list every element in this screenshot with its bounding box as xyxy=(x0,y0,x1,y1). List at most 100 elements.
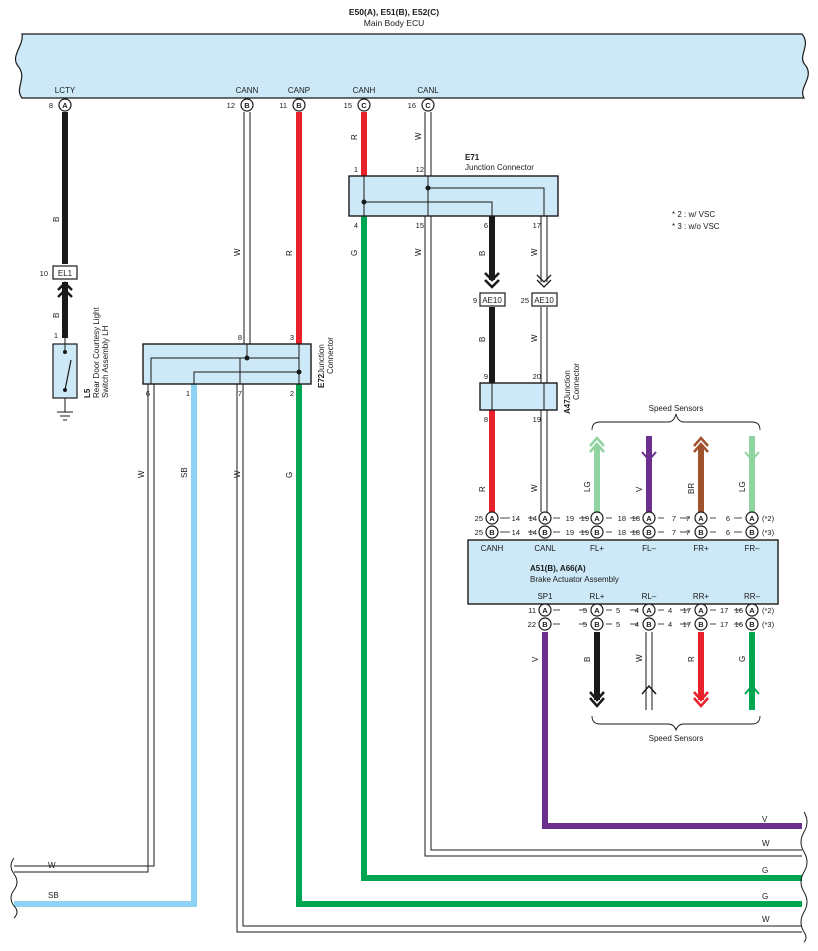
brake-pin-num: 25 xyxy=(475,514,483,523)
ecu-code: E50(A), E51(B), E52(C) xyxy=(349,7,439,17)
e72-pin: 6 xyxy=(146,389,150,398)
brake-bottom-pin-label: SP1 xyxy=(537,592,553,601)
e72-name-line1: Junction xyxy=(317,344,326,374)
ecu-pin-symbol-c: C xyxy=(361,101,367,110)
brake-pin-circle xyxy=(694,603,708,617)
brake-top-pin-label: CANL xyxy=(534,544,556,553)
brake-bottom-pin-label: RR– xyxy=(744,592,761,601)
brake-pin-symbol: B xyxy=(698,528,704,537)
wire-label: G xyxy=(285,472,294,478)
e71-pin: 1 xyxy=(354,165,358,174)
exit-label: G xyxy=(762,892,768,901)
brake-pin-symbol: A xyxy=(542,606,548,615)
brake-pin-circle xyxy=(642,603,656,617)
wire-label: R xyxy=(687,656,696,662)
brake-pin-num: 17 xyxy=(720,606,728,615)
a47-junction-connector: 9 20 8 19 A47 Junction Connector xyxy=(479,363,581,424)
e72-name-line2: Connector xyxy=(326,337,335,374)
brake-pin-symbol: A xyxy=(489,514,495,523)
brake-pin-num: 4 xyxy=(635,606,639,615)
wire-label: B xyxy=(583,657,592,662)
brake-pin-symbol: A xyxy=(542,514,548,523)
e71-junction-connector: E71 Junction Connector 1 12 4 15 6 17 xyxy=(348,153,559,230)
brake-pin-circle xyxy=(590,617,604,631)
brake-pin-symbol: A xyxy=(594,514,600,523)
wire-label: SB xyxy=(180,467,189,478)
wire-break-marks xyxy=(10,811,808,943)
brake-actuator-assembly: A51(B), A66(A) Brake Actuator Assembly C… xyxy=(467,511,779,631)
ground-icon xyxy=(57,411,73,421)
e71-name: Junction Connector xyxy=(465,163,534,172)
speed-sensors-front-label: Speed Sensors xyxy=(649,404,704,413)
note-w-vsc: * 2 : w/ VSC xyxy=(672,210,715,219)
a47-pin: 19 xyxy=(533,415,541,424)
brake-pin-circle xyxy=(745,617,759,631)
brake-pin-num: 7 xyxy=(686,528,690,537)
brake-pin-symbol: B xyxy=(646,620,652,629)
brake-top-pin-label: FR– xyxy=(744,544,760,553)
brake-pin-num: 19 xyxy=(581,514,589,523)
a47-name-line1: Junction xyxy=(563,370,572,400)
brake-pin-symbol: A xyxy=(698,606,704,615)
brake-pin-num: 14 xyxy=(529,528,537,537)
brake-top-pin-label: CANH xyxy=(481,544,504,553)
ecu-pin-cann: CANN xyxy=(236,86,259,95)
brake-pin-symbol: A xyxy=(749,606,755,615)
ecu-pin-num: 12 xyxy=(227,101,235,110)
wire-label: W xyxy=(233,470,242,478)
brake-pin-num: 22 xyxy=(528,620,536,629)
e71-pin: 17 xyxy=(533,221,541,230)
e72-pin: 3 xyxy=(290,333,294,342)
brake-pin-symbol: B xyxy=(594,620,600,629)
wire-label: W xyxy=(137,470,146,478)
variant-mark: (*3) xyxy=(762,528,775,537)
wire-label: R xyxy=(285,250,294,256)
ecu-name: Main Body ECU xyxy=(364,18,424,28)
wire-label: G xyxy=(350,250,359,256)
brake-pin-symbol: A xyxy=(749,514,755,523)
brake-pin-num: 16 xyxy=(735,606,743,615)
a47-pin: 8 xyxy=(484,415,488,424)
wire-label: W xyxy=(530,484,539,492)
brake-pin-circle xyxy=(485,511,499,525)
e72-pin: 7 xyxy=(238,389,242,398)
brake-pin-circle xyxy=(590,525,604,539)
wire-label: LG xyxy=(583,481,592,492)
brake-pin-num: 6 xyxy=(726,528,730,537)
brake-code: A51(B), A66(A) xyxy=(530,564,586,573)
brake-pin-num: 7 xyxy=(686,514,690,523)
ecu-pin-symbol-b: B xyxy=(296,101,302,110)
e71-code: E71 xyxy=(465,153,480,162)
wire-label: W xyxy=(530,248,539,256)
ecu-pin-lcty: LCTY xyxy=(55,86,76,95)
brake-pin-circle xyxy=(538,603,552,617)
e71-pin: 12 xyxy=(416,165,424,174)
variant-notes: * 2 : w/ VSC * 3 : w/o VSC xyxy=(672,210,720,231)
wire-label: W xyxy=(414,132,423,140)
brake-pin-circle xyxy=(745,511,759,525)
main-body-ecu: E50(A), E51(B), E52(C) Main Body ECU LCT… xyxy=(14,7,809,99)
e71-pin: 15 xyxy=(416,221,424,230)
wire-label: W xyxy=(530,334,539,342)
brake-pin-symbol: A xyxy=(646,606,652,615)
ecu-pin-canp: CANP xyxy=(288,86,310,95)
exit-label: W xyxy=(48,861,56,870)
brake-pin-circle xyxy=(590,603,604,617)
ecu-pin-symbols: A 8 B 12 B 11 C 15 C 16 xyxy=(49,98,435,112)
brake-pin-circle xyxy=(642,511,656,525)
e72-junction-connector: 8 3 6 1 7 2 E72 Junction Connector xyxy=(142,333,335,398)
a47-name-line2: Connector xyxy=(572,363,581,400)
brake-pin-num: 5 xyxy=(616,620,620,629)
brake-pin-symbol: B xyxy=(698,620,704,629)
exit-label: SB xyxy=(48,891,59,900)
brake-pin-num: 18 xyxy=(632,514,640,523)
ae10-pin-num: 25 xyxy=(521,296,529,305)
brake-pin-circle xyxy=(538,617,552,631)
brake-pin-circle xyxy=(538,511,552,525)
brake-pin-num: 5 xyxy=(583,606,587,615)
speed-sensors-rear-label: Speed Sensors xyxy=(649,734,704,743)
ecu-pin-canh: CANH xyxy=(353,86,376,95)
